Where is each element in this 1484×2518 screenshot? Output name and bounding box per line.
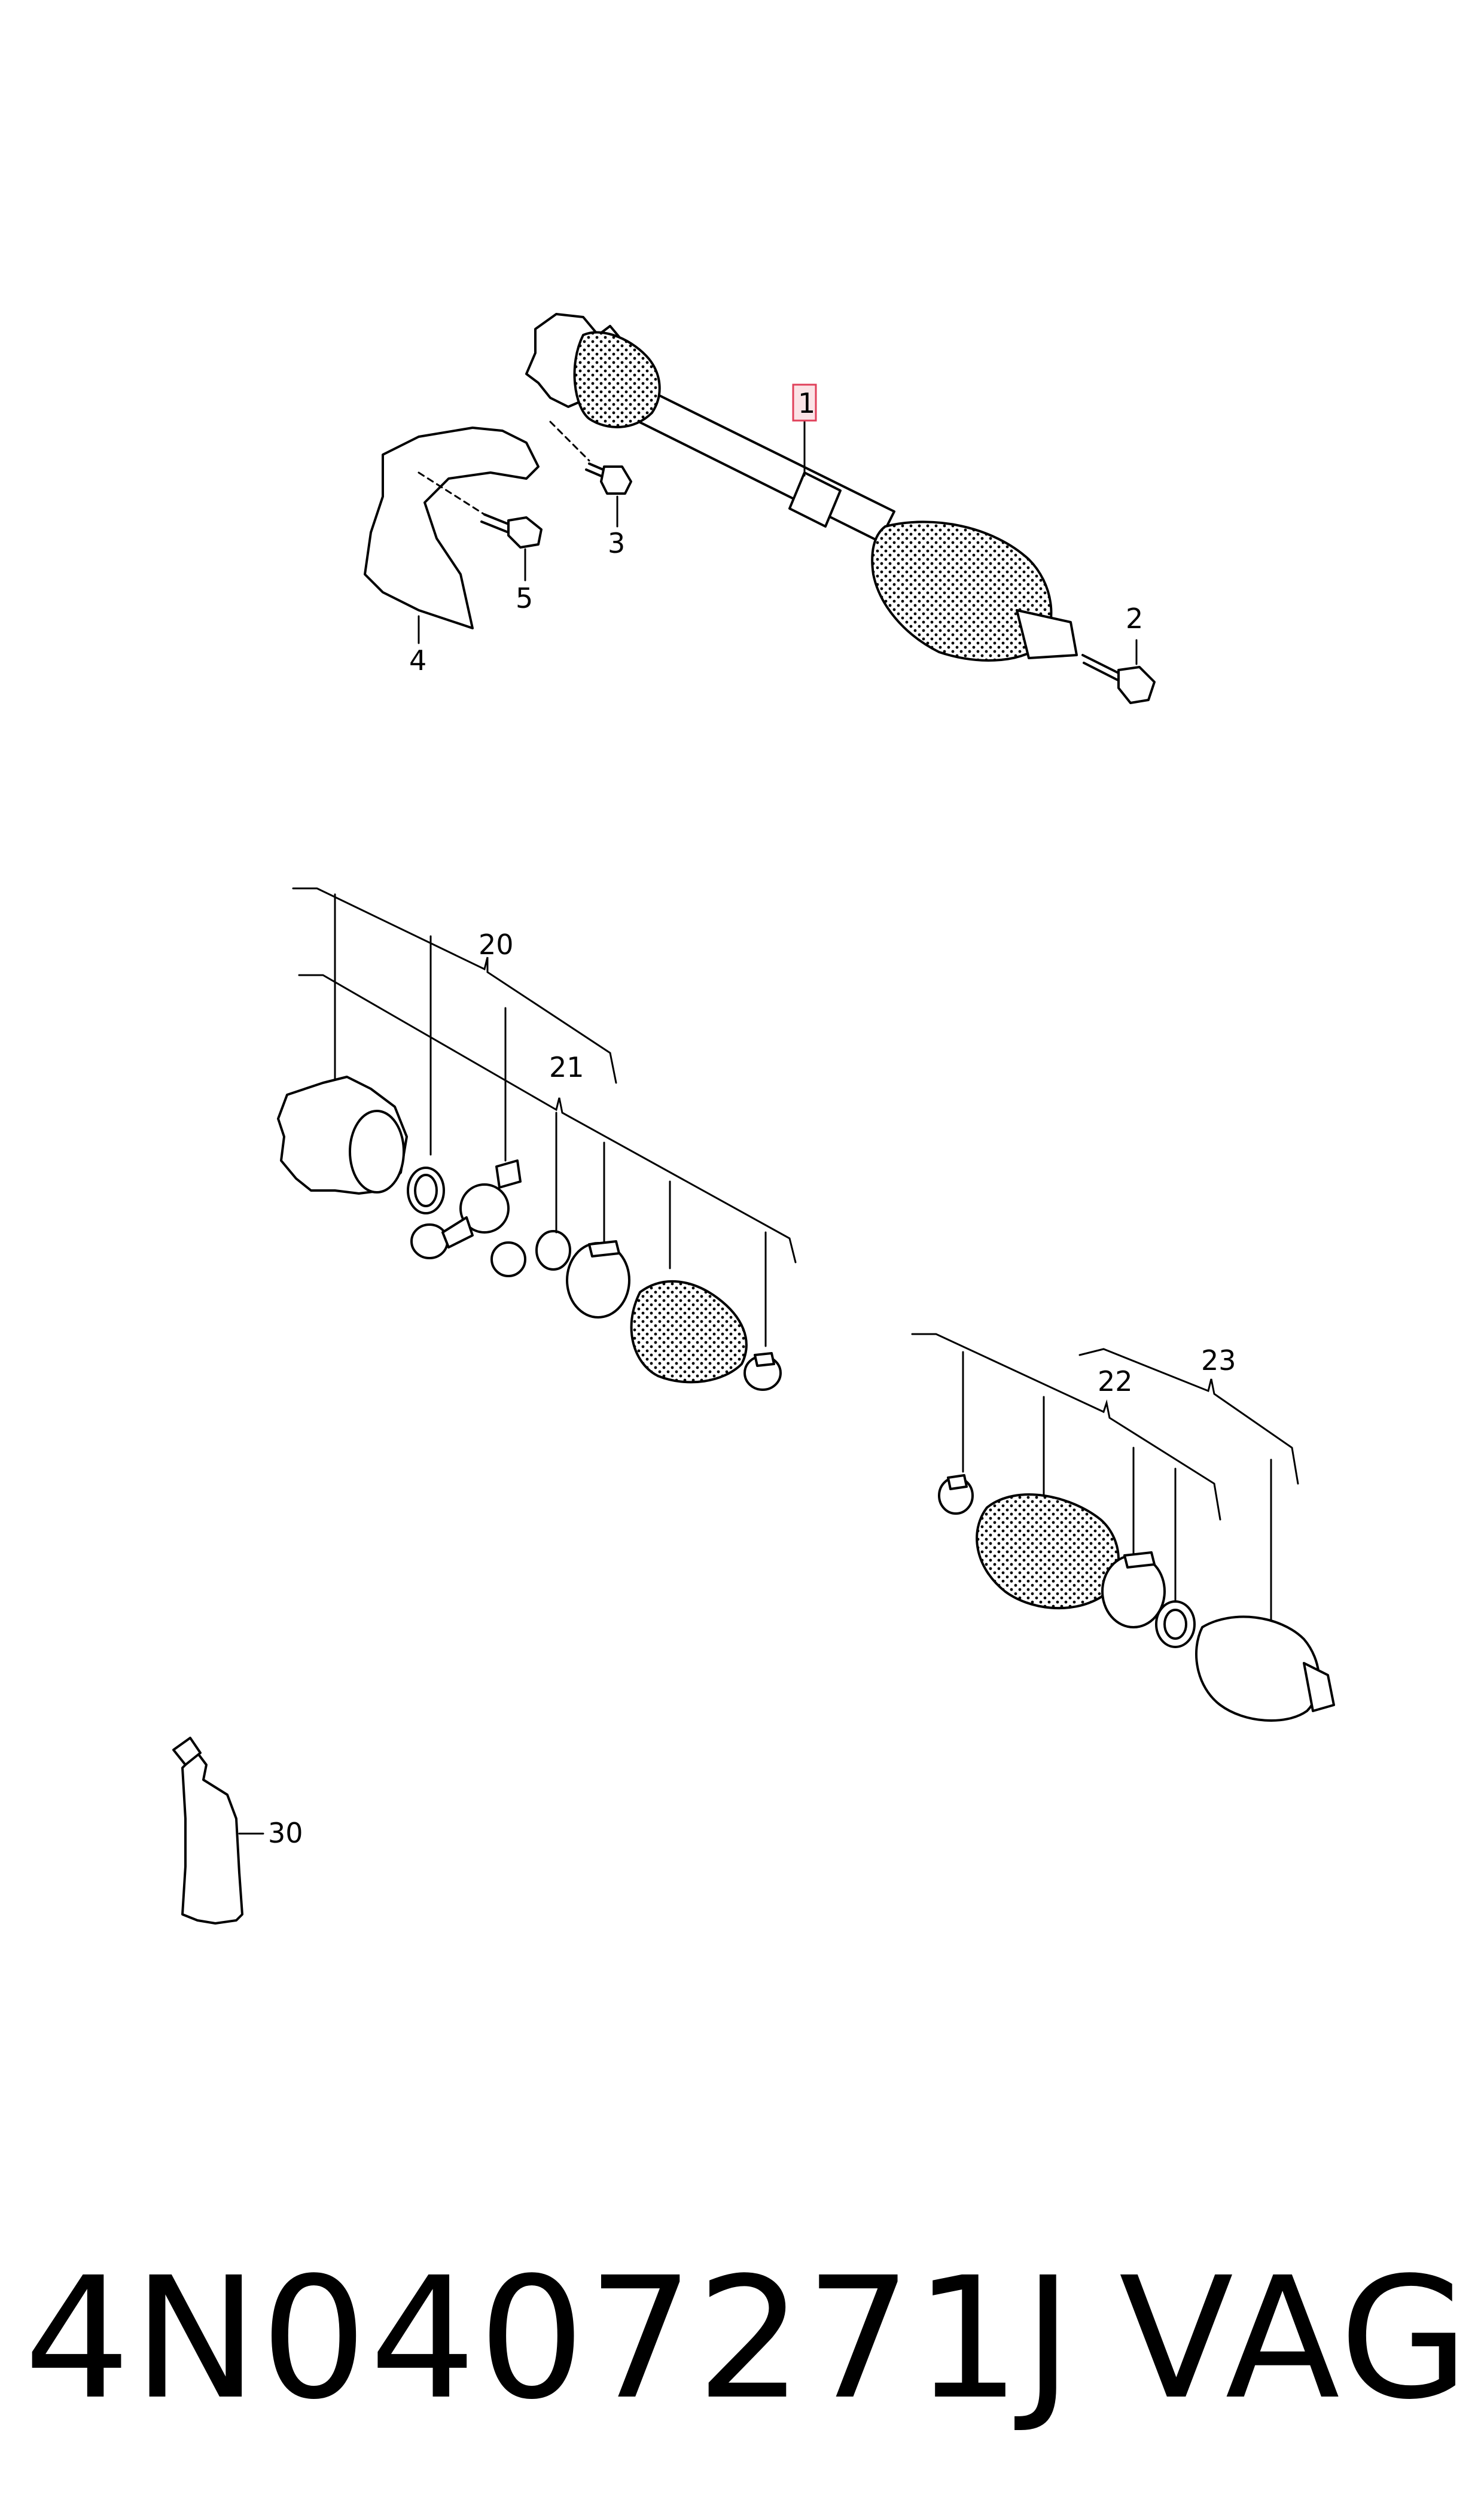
- outer-joint-stub: [1016, 609, 1078, 659]
- drive-shaft-assembly: 1 2 3 4 5: [364, 313, 1156, 704]
- inner-boot-21: [630, 1280, 748, 1384]
- boot-clamp-large-22: [1101, 1551, 1166, 1628]
- callout-21[interactable]: 21: [549, 1051, 584, 1083]
- grease-tube: 30: [172, 1737, 303, 1925]
- heat-shield: [364, 427, 540, 629]
- outer-joint-kits: 22 23: [911, 1333, 1335, 1722]
- outer-boot: [871, 520, 1053, 662]
- callout-2[interactable]: 2: [1126, 602, 1143, 635]
- brand: VAG: [1119, 2242, 1471, 2437]
- bolt-5: [418, 471, 543, 549]
- callout-1-highlight: [792, 383, 817, 422]
- grease-tube-body: [181, 1752, 243, 1925]
- part-number: 4N0407271J: [24, 2242, 1075, 2437]
- bracket-23: [1078, 1348, 1299, 1485]
- footer: 4N0407271J VAG: [24, 2237, 1471, 2441]
- callout-1[interactable]: 1: [798, 387, 815, 419]
- snap-ring: [535, 1230, 571, 1271]
- tripod-spider: [410, 1159, 526, 1277]
- shaft-damper-ring: [788, 471, 842, 528]
- callout-4[interactable]: 4: [409, 644, 426, 677]
- inner-boot: [573, 331, 661, 428]
- bolt-2: [1081, 654, 1156, 704]
- callout-30[interactable]: 30: [268, 1817, 303, 1849]
- bracket-21: [298, 974, 797, 1263]
- drive-shaft-tube: [632, 388, 895, 543]
- flange-housing-bore: [349, 1110, 405, 1193]
- boot-clamp-small-22: [938, 1474, 974, 1515]
- callout-5[interactable]: 5: [516, 582, 533, 614]
- callout-3[interactable]: 3: [608, 527, 625, 559]
- outer-joint-23: [1195, 1615, 1335, 1722]
- callout-23[interactable]: 23: [1201, 1344, 1236, 1377]
- bracket-20: [292, 887, 617, 1084]
- boot-clamp-small-21: [743, 1352, 782, 1391]
- bracket-22: [911, 1333, 1221, 1521]
- boot-clamp-large: [566, 1240, 630, 1319]
- bolt-3: [549, 421, 632, 495]
- outer-boot-22: [976, 1493, 1120, 1610]
- callout-20[interactable]: 20: [479, 928, 514, 961]
- callout-22[interactable]: 22: [1098, 1365, 1133, 1397]
- inner-joint-kits: 20 21: [277, 887, 797, 1391]
